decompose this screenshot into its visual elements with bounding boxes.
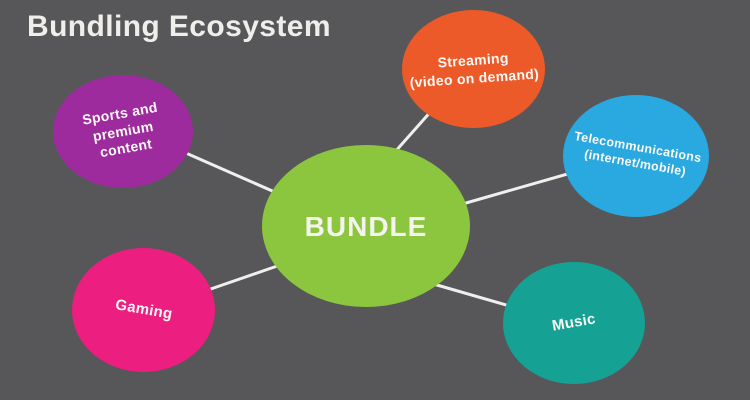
- node-telecommunications: Telecommunications (internet/mobile): [563, 95, 709, 217]
- node-music: Music: [503, 262, 645, 384]
- node-sports-premium-content: Sports and premium content: [53, 75, 193, 188]
- page-title: Bundling Ecosystem: [27, 10, 331, 43]
- node-streaming-label: Streaming (video on demand): [408, 49, 540, 90]
- connector-bundle-gaming: [203, 262, 285, 293]
- node-bundle-label: BUNDLE: [304, 210, 428, 242]
- node-bundle: BUNDLE: [262, 145, 470, 307]
- node-music-label: Music: [550, 309, 597, 335]
- node-gaming-label: Gaming: [113, 295, 174, 323]
- connector-bundle-music: [428, 281, 515, 309]
- connector-bundle-streaming: [392, 107, 435, 155]
- node-streaming: Streaming (video on demand): [402, 10, 545, 128]
- connector-bundle-sports: [177, 148, 288, 199]
- node-telecommunications-label: Telecommunications (internet/mobile): [572, 129, 703, 179]
- node-gaming: Gaming: [72, 248, 215, 372]
- connector-bundle-telecom: [457, 169, 580, 207]
- node-sports-premium-content-label: Sports and premium content: [80, 99, 159, 161]
